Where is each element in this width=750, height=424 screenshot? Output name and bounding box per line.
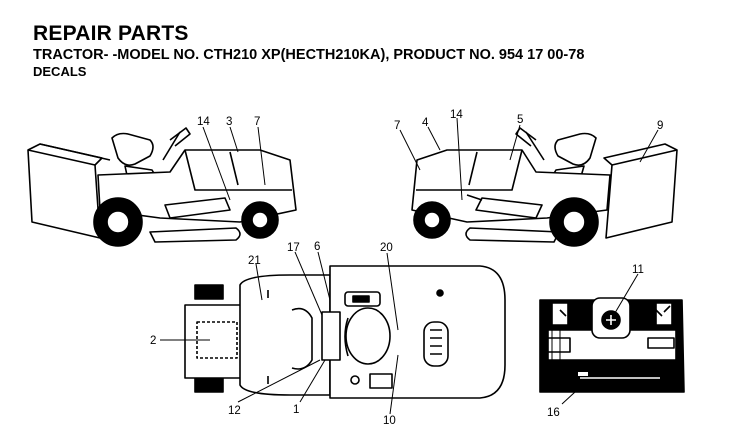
tractor-left-side-view <box>27 127 297 247</box>
tractor-top-view <box>184 265 506 399</box>
callout-14-left: 14 <box>197 116 210 128</box>
page-header: REPAIR PARTS TRACTOR- -MODEL NO. CTH210 … <box>33 22 584 80</box>
model-subtitle: TRACTOR- -MODEL NO. CTH210 XP(HECTH210KA… <box>33 47 585 63</box>
callout-2: 2 <box>150 335 156 347</box>
tractor-right-side-view <box>411 127 678 247</box>
callout-10: 10 <box>383 415 396 424</box>
callout-7-left: 7 <box>254 116 260 128</box>
callout-3: 3 <box>226 116 232 128</box>
leader-lines <box>160 117 659 415</box>
callout-1: 1 <box>293 404 299 416</box>
callout-5: 5 <box>517 114 523 126</box>
callout-12: 12 <box>228 405 241 417</box>
callout-20: 20 <box>380 242 393 254</box>
callout-16: 16 <box>547 407 560 419</box>
dash-panel <box>539 297 685 393</box>
callout-9: 9 <box>657 120 663 132</box>
section-label: DECALS <box>33 64 87 79</box>
callout-6: 6 <box>314 241 320 253</box>
callout-labels: 14 3 7 7 4 14 5 9 2 21 17 6 20 12 1 10 1… <box>150 109 663 424</box>
page-title: REPAIR PARTS <box>33 22 189 45</box>
callout-21: 21 <box>248 255 261 267</box>
callout-4: 4 <box>422 117 429 129</box>
callout-7-right: 7 <box>394 120 400 132</box>
callout-11: 11 <box>632 264 644 276</box>
callout-14-right: 14 <box>450 109 463 121</box>
callout-17: 17 <box>287 242 300 254</box>
